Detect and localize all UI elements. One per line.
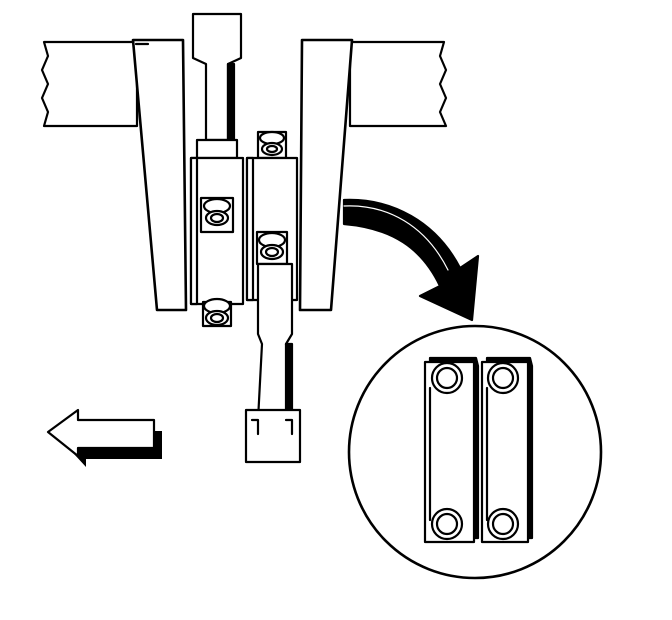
connecting-rod-front [244, 130, 302, 464]
detail-cap-left [423, 356, 480, 544]
bolt-rear-upper [199, 196, 235, 234]
connecting-rod-rear [189, 12, 245, 306]
crank-web-right [298, 38, 354, 312]
bolt-rear-lower [201, 297, 233, 328]
curved-arrow-icon [342, 198, 480, 322]
crankshaft-left [40, 40, 139, 128]
crankshaft-right [348, 40, 448, 128]
left-arrow-icon [46, 408, 162, 467]
crank-web-left [131, 38, 188, 312]
detail-cap-right [480, 356, 534, 544]
